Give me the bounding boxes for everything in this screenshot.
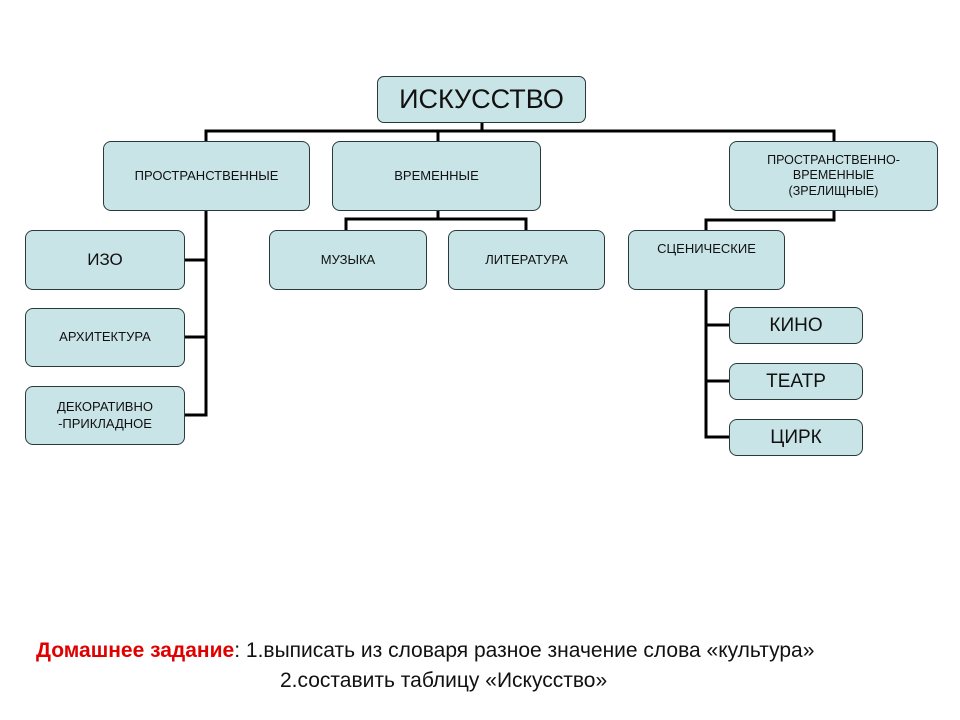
node-root-label: ИСКУССТВО (399, 83, 564, 114)
node-spatiotemporal-line-3: (ЗРЕЛИЩНЫЕ) (788, 183, 879, 198)
homework-line-2: 2.составить таблицу «Искусство» (280, 666, 607, 696)
homework-task-2: 2.составить таблицу «Искусство» (280, 669, 608, 692)
node-izo: ИЗО (25, 230, 185, 290)
node-architecture-label: АРХИТЕКТУРА (59, 329, 151, 345)
node-literature: ЛИТЕРАТУРА (448, 230, 605, 290)
node-decorative-line-1: ДЕКОРАТИВНО (57, 399, 153, 415)
node-cinema-label: КИНО (769, 314, 823, 336)
homework-separator: : (234, 639, 241, 662)
node-temporal-label: ВРЕМЕННЫЕ (394, 167, 479, 183)
homework-line-1: Домашнее задание: 1.выписать из словаря … (36, 636, 814, 666)
node-decorative-applied: ДЕКОРАТИВНО -ПРИКЛАДНОЕ (25, 386, 185, 445)
node-theatre-label: ТЕАТР (766, 370, 826, 392)
node-circus-label: ЦИРК (770, 426, 822, 448)
node-temporal: ВРЕМЕННЫЕ (332, 141, 541, 211)
node-izo-label: ИЗО (87, 250, 123, 270)
node-stage: СЦЕНИЧЕСКИЕ (628, 230, 785, 290)
node-architecture: АРХИТЕКТУРА (25, 308, 185, 367)
node-decorative-line-2: -ПРИКЛАДНОЕ (58, 415, 152, 431)
node-spatiotemporal-line-1: ПРОСТРАНСТВЕННО- (767, 152, 900, 167)
node-theatre: ТЕАТР (729, 363, 863, 400)
node-cinema: КИНО (729, 307, 863, 344)
node-circus: ЦИРК (729, 419, 863, 456)
node-music-label: МУЗЫКА (320, 251, 376, 267)
node-spatial: ПРОСТРАНСТВЕННЫЕ (103, 141, 310, 211)
node-root-art: ИСКУССТВО (377, 76, 586, 123)
node-literature-label: ЛИТЕРАТУРА (485, 251, 568, 267)
homework-label: Домашнее задание (36, 639, 235, 662)
node-music: МУЗЫКА (269, 230, 427, 290)
node-spatiotemporal: ПРОСТРАНСТВЕННО- ВРЕМЕННЫЕ (ЗРЕЛИЩНЫЕ) (729, 141, 938, 211)
homework-task-1: 1.выписать из словаря разное значение сл… (240, 639, 815, 662)
node-spatiotemporal-line-2: ВРЕМЕННЫЕ (792, 168, 875, 183)
node-stage-label: СЦЕНИЧЕСКИЕ (657, 241, 756, 256)
node-spatial-label: ПРОСТРАНСТВЕННЫЕ (134, 167, 279, 183)
